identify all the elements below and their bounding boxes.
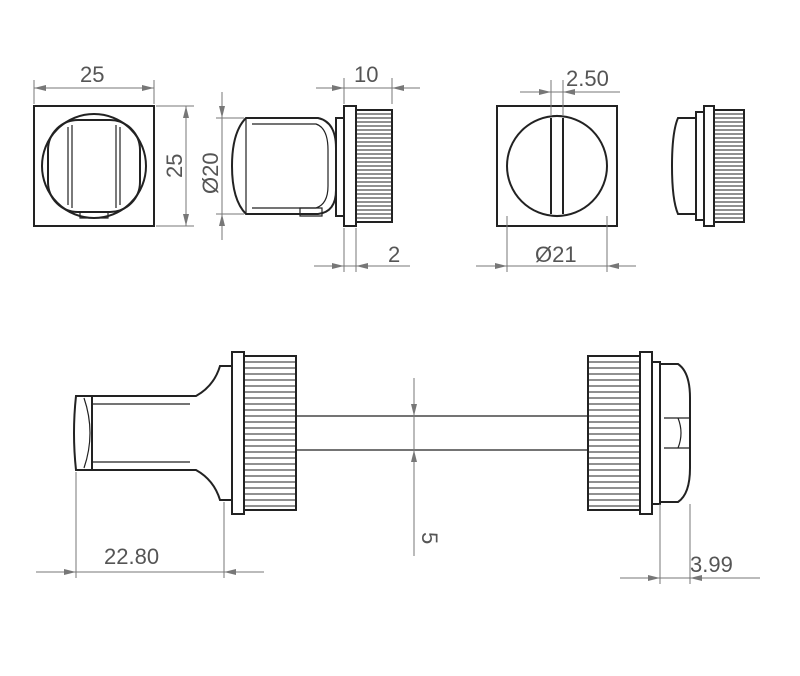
knurling-release	[714, 113, 744, 219]
dimension-disc-diameter: Ø21	[476, 216, 636, 272]
dim-front-height: 25	[162, 154, 187, 178]
dim-disc-diameter: Ø21	[535, 242, 577, 267]
dim-knob-depth: 10	[354, 62, 378, 87]
side-view-thumbturn	[230, 105, 393, 227]
front-view-thumbturn	[33, 105, 155, 227]
dimension-flange-thickness: 2	[314, 228, 410, 272]
knurling-side	[356, 113, 392, 219]
dim-slot-width: 2.50	[566, 66, 609, 91]
dim-front-width: 25	[80, 62, 104, 87]
dimension-slot-width: 2.50	[520, 66, 620, 116]
front-view-release	[496, 105, 618, 227]
dimension-knob-depth: 10	[316, 62, 420, 104]
dimension-release-length: 3.99	[620, 504, 760, 584]
dimension-front-height: 25	[156, 105, 194, 227]
dim-release-length: 3.99	[690, 552, 733, 577]
dim-flange-thickness: 2	[388, 242, 400, 267]
dim-side-diameter: Ø20	[198, 152, 223, 194]
dim-spindle-length: 22.80	[104, 544, 159, 569]
knurling-assembly-left	[244, 361, 296, 507]
dimension-spindle-length: 22.80	[36, 472, 264, 578]
dimension-side-diameter: Ø20	[198, 92, 244, 240]
dimension-shaft-diameter: 5	[411, 378, 442, 556]
knurling-assembly-right	[588, 361, 640, 507]
assembly-view	[73, 351, 691, 515]
side-view-release	[670, 105, 745, 227]
dim-shaft-diameter: 5	[417, 532, 442, 544]
dimension-front-width: 25	[33, 62, 155, 104]
